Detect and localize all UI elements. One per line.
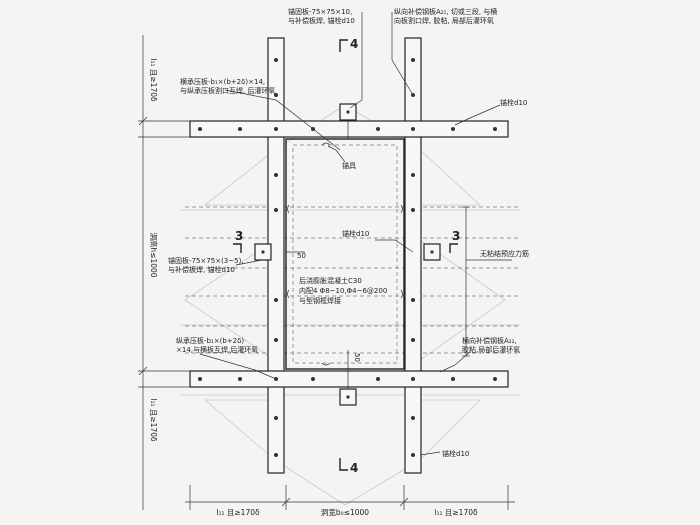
- section-cut-marks: 4 4 3 3: [233, 37, 460, 475]
- annotation-labels: 锚固板-75×75×10, 与补偿板焊, 锚栓d10 纵向补偿钢板A₂₁, 切或…: [168, 7, 529, 458]
- dim-left-top: l₁₁ 且≥170δ: [149, 58, 158, 102]
- dim-bottom-middle: 洞宽b₀≤1000: [321, 507, 369, 517]
- note-unbonded-tendon: 无粘结预应力筋: [480, 249, 529, 258]
- dim-50-bottom: 50: [353, 353, 361, 362]
- note-anchor-tool: 锚具: [342, 161, 356, 170]
- section-mark-bottom: 4: [350, 461, 358, 475]
- dim-left-bottom: l₁₁ 且≥170δ: [149, 398, 158, 442]
- tendon-brace: [462, 206, 476, 357]
- dim-left-middle: 洞高h≤1000: [149, 232, 159, 277]
- anchor-ties: [287, 120, 403, 389]
- opening: [285, 138, 405, 370]
- top-transverse-member: [189, 120, 509, 138]
- note-longitudinal-comp-plate: 纵向补偿钢板A₂₁, 切或三段, 与横 向板割口焊, 胶粘, 局部后灌环氧: [394, 7, 500, 25]
- note-transverse-comp-plate: 横向补偿钢板A₂₂, 胶粘,局部后灌环氧: [462, 336, 520, 354]
- note-concrete-fill: 后浇膨胀混凝土C30 内配4 Φ8~10,Φ4~6@200 与型钢框焊接: [299, 276, 390, 305]
- dim-bottom-left: l₁₁ 且≥170δ: [216, 508, 260, 517]
- bottom-transverse-member: [189, 370, 509, 388]
- leader-lines: [199, 12, 512, 456]
- left-dimension-chain: l₁₁ 且≥170δ 洞高h≤1000 l₁₁ 且≥170δ: [138, 35, 190, 510]
- dim-50-side: 50: [297, 252, 306, 260]
- vertical-steel-members: [267, 37, 422, 474]
- section-mark-right: 3: [452, 229, 460, 243]
- offset-dimensions: 50 50: [286, 251, 361, 369]
- note-anchor-plate-top: 锚固板-75×75×10, 与补偿板焊, 锚栓d10: [288, 7, 355, 25]
- section-mark-left: 3: [235, 229, 243, 243]
- anchor-plates: [254, 103, 441, 406]
- note-anchor-bolt-bottom: 锚栓d10: [442, 449, 469, 458]
- note-longitudinal-bearing-plate: 纵承压板-b₁×(b+2δ) ×14,与横板互焊,后灌环氧: [176, 336, 258, 354]
- horizontal-steel-members: [189, 120, 509, 388]
- bottom-dimension-chain: l₁₁ 且≥170δ 洞宽b₀≤1000 l₁₁ 且≥170δ: [185, 485, 515, 517]
- opening-outline: [285, 138, 405, 370]
- section-mark-top: 4: [350, 37, 358, 51]
- right-longitudinal-member: [404, 37, 422, 474]
- anchor-bolts: [198, 58, 497, 457]
- note-anchor-plate-left: 锚固板-75×75×(3~5), 与补偿板焊, 锚栓d10: [168, 256, 246, 274]
- dim-bottom-right: l₁₁ 且≥170δ: [434, 508, 478, 517]
- note-transverse-bearing-plate: 横承压板-b₁×(b+2δ)×14, 与纵承压板割口互焊, 后灌环氧: [180, 77, 275, 95]
- note-anchor-bolt-right-top: 锚栓d10: [500, 98, 527, 107]
- note-anchor-bolt-middle: 锚栓d10: [342, 229, 369, 238]
- opening-inner-outline: [292, 144, 398, 364]
